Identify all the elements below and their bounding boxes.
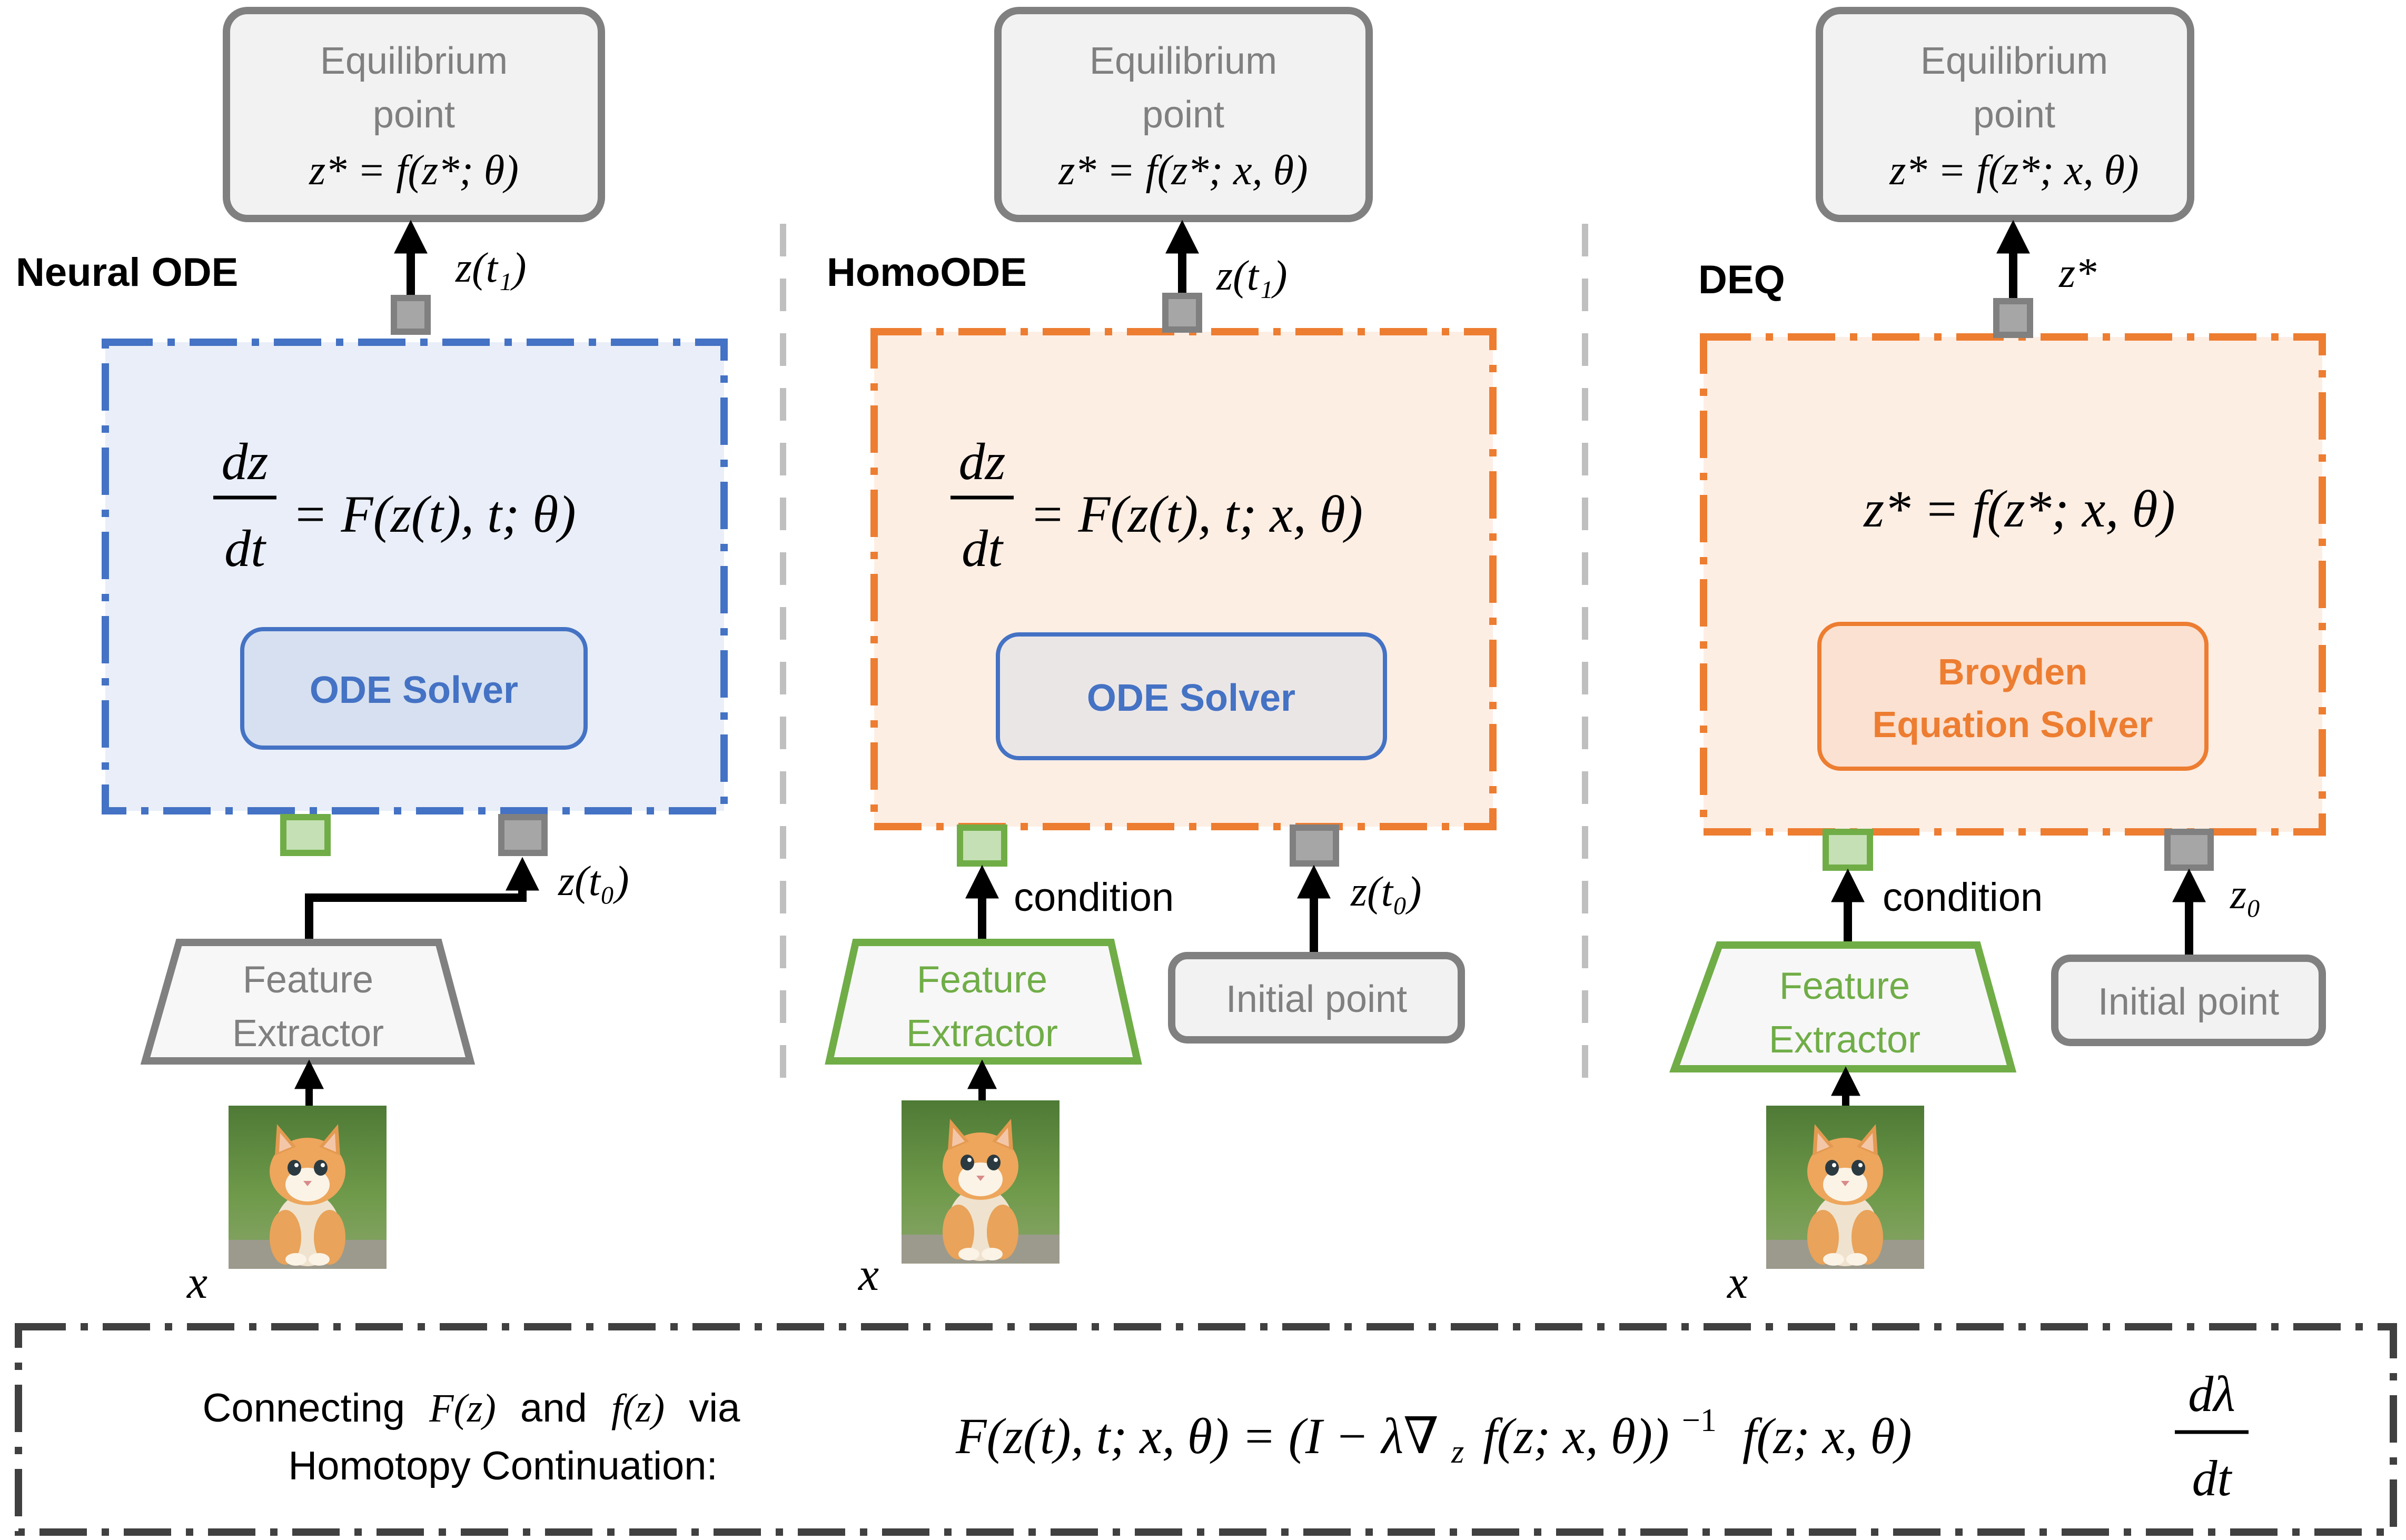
input-label: x — [1726, 1257, 1748, 1308]
equilibrium-label-line2: point — [1142, 94, 1224, 136]
footer-caption-line1: Connecting F(z) and f(z) via — [203, 1386, 741, 1430]
equation-numerator: dz — [222, 432, 269, 491]
start-port — [498, 814, 548, 856]
homotopy-footer: Connecting F(z) and f(z) via Homotopy Co… — [15, 1323, 2397, 1536]
equilibrium-label-line1: Equilibrium — [1920, 40, 2108, 82]
footer-text-via: via — [689, 1386, 740, 1430]
formula-frac-denominator: dt — [2192, 1450, 2233, 1506]
footer-text-connecting: Connecting — [203, 1386, 405, 1430]
equilibrium-label-line2: point — [373, 94, 455, 136]
equation-rhs: = F(z(t), t; θ) — [292, 485, 576, 543]
panel-deq: DEQ Equilibrium point z* = f(z*; x, θ) z… — [1669, 7, 2326, 1308]
equilibrium-label-line2: point — [1973, 94, 2055, 136]
input-label: x — [186, 1257, 207, 1308]
equation-denominator: dt — [962, 519, 1004, 578]
start-label: z(t₀) — [1350, 869, 1421, 915]
panel-homoode: HomoODE Equilibrium point z* = f(z*; x, … — [825, 7, 1497, 1300]
extractor-label-line1: Feature — [1779, 965, 1910, 1007]
start-port — [1290, 824, 1339, 867]
panel-title: Neural ODE — [16, 250, 238, 295]
footer-math-f: f(z) — [611, 1386, 665, 1430]
output-port — [1162, 293, 1202, 333]
ode-solver-box: ODE Solver — [996, 632, 1387, 760]
extractor-label-line2: Extractor — [906, 1012, 1058, 1055]
equilibrium-formula: z* = f(z*; x, θ) — [1889, 147, 2138, 194]
fixed-point-equation: z* = f(z*; x, θ) — [1863, 480, 2175, 538]
start-connector — [305, 857, 539, 942]
start-label: z(t₀) — [558, 858, 629, 905]
condition-port — [280, 814, 331, 856]
broyden-solver-box: Broyden Equation Solver — [1817, 622, 2209, 771]
footer-caption-line2: Homotopy Continuation: — [288, 1444, 717, 1488]
output-port — [391, 295, 431, 335]
equation-rhs: = F(z(t), t; x, θ) — [1029, 485, 1363, 543]
equilibrium-label-line1: Equilibrium — [1090, 40, 1277, 82]
extractor-label-line1: Feature — [917, 959, 1047, 1001]
condition-port — [1823, 829, 1873, 871]
footer-math-F: F(z) — [429, 1386, 496, 1430]
equilibrium-formula: z* = f(z*; x, θ) — [1058, 147, 1308, 194]
panel-title: DEQ — [1698, 257, 1785, 302]
footer-frame — [15, 1323, 2397, 1536]
equilibrium-box: Equilibrium point z* = f(z*; x, θ) — [1816, 7, 2194, 222]
condition-label: condition — [1883, 875, 2043, 920]
feature-extractor: Feature Extractor — [1669, 941, 2017, 1072]
start-port — [2164, 829, 2214, 871]
initial-point-box: Initial point — [2051, 955, 2326, 1046]
input-label: x — [857, 1249, 879, 1300]
solver-label-line1: Broyden — [1938, 651, 2087, 692]
condition-port — [957, 824, 1007, 867]
kitten-photo — [902, 1100, 1060, 1264]
formula-sup: −1 — [1682, 1403, 1717, 1438]
start-label: z₀ — [2230, 871, 2261, 918]
kitten-photo — [229, 1106, 387, 1269]
ode-equation: dz dt = F(z(t), t; x, θ) — [950, 432, 1363, 578]
formula-sub: z — [1451, 1434, 1464, 1470]
equilibrium-box: Equilibrium point z* = f(z*; x, θ) — [994, 7, 1373, 222]
formula-right: f(z; x, θ) — [1742, 1408, 1912, 1464]
panel-title: HomoODE — [827, 250, 1027, 295]
formula-frac-numerator: dλ — [2188, 1366, 2235, 1422]
initial-point-box: Initial point — [1168, 952, 1465, 1044]
ode-equation: dz dt = F(z(t), t; θ) — [213, 432, 576, 578]
initial-point-label: Initial point — [1226, 978, 1407, 1020]
homotopy-formula: F(z(t), t; x, θ) = (I − λ∇ z f(z; x, θ))… — [955, 1386, 1912, 1474]
formula-mid: f(z; x, θ)) — [1483, 1408, 1669, 1464]
solver-label: ODE Solver — [1087, 677, 1295, 719]
equation-numerator: dz — [959, 432, 1006, 491]
extractor-label-line2: Extractor — [232, 1012, 384, 1055]
solver-label: ODE Solver — [310, 669, 518, 711]
equilibrium-label-line1: Equilibrium — [320, 40, 508, 82]
footer-text-and: and — [520, 1386, 587, 1430]
output-label: z(t₁) — [455, 245, 526, 291]
panel-neural-ode: Neural ODE Equilibrium point z* = f(z*; … — [16, 7, 728, 1308]
initial-point-label: Initial point — [2098, 981, 2279, 1023]
extractor-label-line1: Feature — [243, 959, 373, 1001]
output-label: z* — [2058, 250, 2096, 296]
solver-label-line2: Equation Solver — [1873, 704, 2153, 745]
equation-denominator: dt — [224, 519, 266, 578]
feature-extractor: Feature Extractor — [140, 939, 476, 1065]
equilibrium-formula: z* = f(z*; θ) — [309, 147, 519, 194]
output-port — [1993, 298, 2033, 338]
kitten-photo — [1766, 1106, 1924, 1269]
extractor-label-line2: Extractor — [1769, 1019, 1920, 1061]
condition-label: condition — [1014, 875, 1174, 920]
output-label: z(t₁) — [1216, 253, 1287, 299]
formula-left: F(z(t), t; x, θ) = (I − λ∇ — [955, 1408, 1439, 1464]
equilibrium-box: Equilibrium point z* = f(z*; θ) — [223, 7, 605, 222]
feature-extractor: Feature Extractor — [825, 939, 1142, 1065]
ode-solver-box: ODE Solver — [240, 627, 588, 750]
